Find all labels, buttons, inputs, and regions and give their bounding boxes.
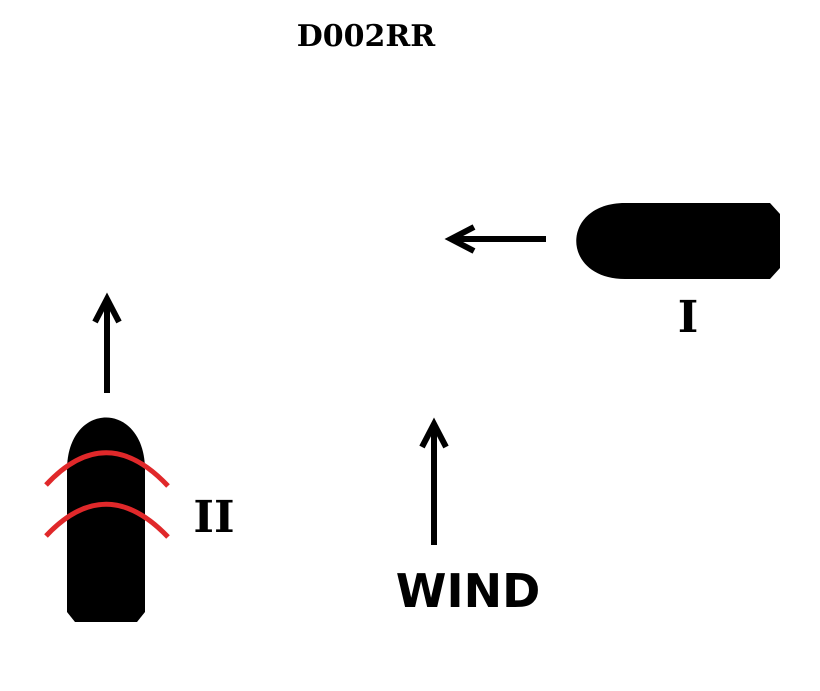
wind-arrow (419, 417, 449, 545)
vessel-ii-label: II (193, 492, 234, 543)
vessel-ii-hull (67, 417, 145, 622)
vessel-i-hull (576, 203, 780, 279)
vessel-ii-signal-arc-lower (44, 501, 170, 539)
vessel-ii-heading-arrow (92, 292, 122, 393)
vessel-ii-signal-arc-upper (44, 450, 170, 488)
vessel-i-label: I (678, 292, 699, 343)
wind-label: WIND (396, 564, 541, 618)
vessel-i: I (444, 203, 780, 343)
vessel-ii: II (44, 292, 235, 622)
wind-indicator: WIND (396, 417, 541, 618)
diagram-title: D002RR (297, 19, 437, 54)
vessel-i-heading-arrow (444, 224, 546, 254)
